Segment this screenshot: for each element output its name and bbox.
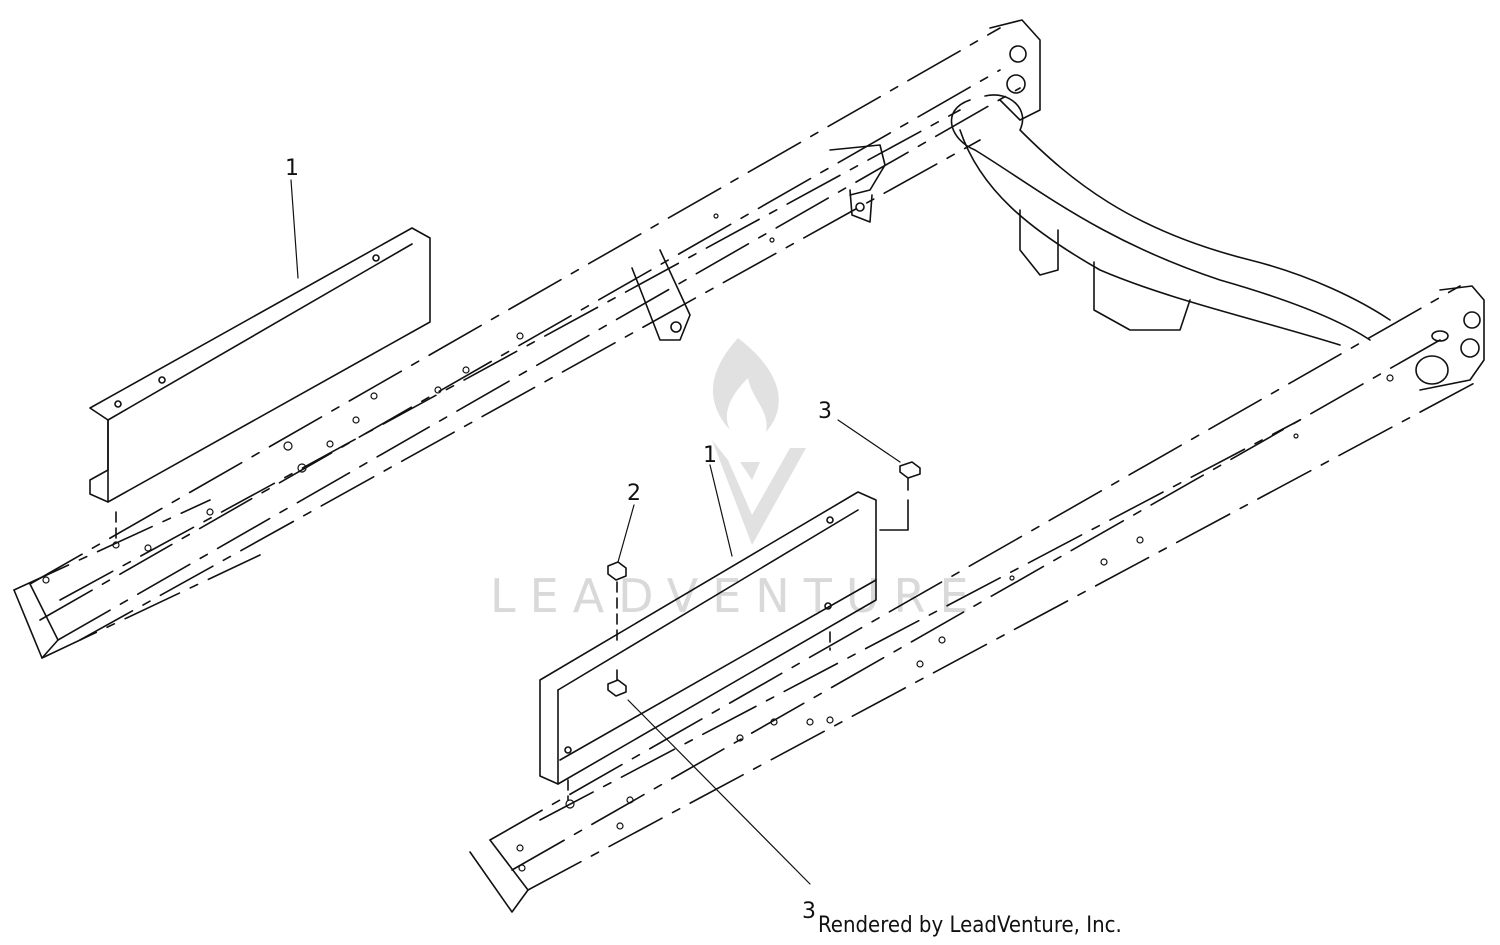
- bolt-top: [879, 461, 921, 531]
- leader-lines: [290, 179, 901, 885]
- bolt-bottom: [607, 669, 627, 697]
- tow-tube: [631, 94, 1391, 346]
- flame-v-logo-icon: [712, 338, 806, 545]
- callout-3-top: 3: [818, 399, 832, 424]
- watermark-text: LEADVENTURE: [490, 569, 983, 623]
- channel-bracket-lower: [539, 491, 877, 801]
- channel-bracket-upper: [89, 227, 431, 541]
- callout-1-upper: 1: [285, 156, 299, 181]
- rail-holes: [42, 213, 1394, 872]
- callout-1-lower: 1: [703, 443, 717, 468]
- watermark: LEADVENTURE: [490, 338, 983, 623]
- left-frame-rail: [13, 19, 1041, 659]
- right-frame-rail: [469, 285, 1485, 913]
- callouts: 1 1 2 3 3: [285, 156, 832, 924]
- callout-3-bottom: 3: [802, 899, 816, 924]
- render-credit: Rendered by LeadVenture, Inc.: [818, 913, 1122, 938]
- callout-2: 2: [627, 481, 641, 506]
